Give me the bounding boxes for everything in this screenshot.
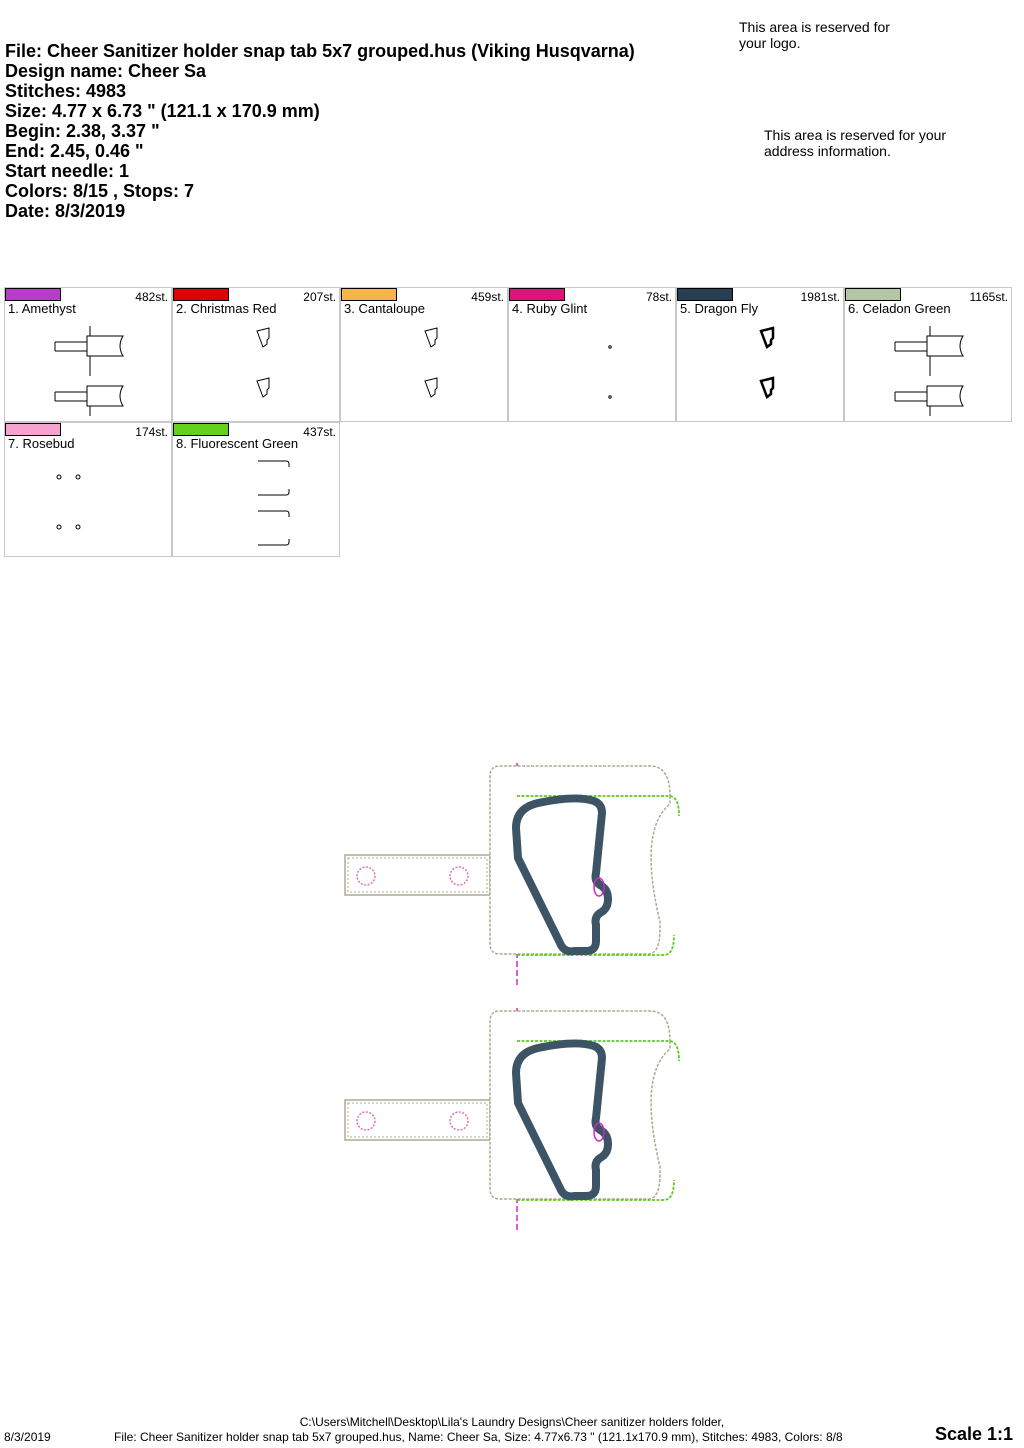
color-cell: 1981st. 5. Dragon Fly: [676, 287, 844, 422]
color-cell: 1165st. 6. Celadon Green: [844, 287, 1012, 422]
file-line: File: Cheer Sanitizer holder snap tab 5x…: [5, 41, 635, 61]
footer-date: 8/3/2019: [4, 1430, 51, 1444]
snap-tab-inner: [347, 857, 488, 893]
color-stitch-count: 437st.: [303, 425, 336, 439]
color-name: 8. Fluorescent Green: [176, 436, 299, 451]
snap-tab-inner: [347, 1102, 488, 1138]
stitch-count: Stitches: 4983: [5, 81, 127, 101]
megaphone-satin: [512, 794, 612, 956]
color-swatch: [5, 423, 61, 436]
color-swatch: [173, 423, 229, 436]
address-reserved-note: This area is reserved for your address i…: [764, 127, 947, 159]
sanitizer-holder-2: [344, 1008, 680, 1233]
color-name: 5. Dragon Fly: [680, 301, 759, 316]
color-swatch: [845, 288, 901, 301]
start-needle: Start needle: 1: [5, 161, 130, 181]
color-name: 6. Celadon Green: [848, 301, 951, 316]
design-preview: [344, 763, 680, 1233]
snap-circle-left: [356, 866, 376, 886]
color-name: 2. Christmas Red: [176, 301, 277, 316]
design-date: Date: 8/3/2019: [5, 201, 126, 221]
design-size: Size: 4.77 x 6.73 " (121.1 x 170.9 mm): [5, 101, 320, 121]
holder-edge-green: [517, 1040, 680, 1201]
megaphone-satin: [512, 1039, 612, 1201]
sanitizer-holder-1: [344, 763, 680, 988]
color-stitch-count: 78st.: [645, 290, 672, 304]
color-swatch: [173, 288, 229, 301]
footer-file-path: C:\Users\Mitchell\Desktop\Lila's Laundry…: [299, 1415, 725, 1429]
color-thumbnail: [258, 460, 290, 546]
color-name: 4. Ruby Glint: [512, 301, 588, 316]
snap-circle-left: [356, 1111, 376, 1131]
color-cell: 207st. 2. Christmas Red: [172, 287, 340, 422]
color-stitch-count: 1981st.: [800, 290, 840, 304]
logo-reserved-note: This area is reserved for your logo.: [739, 19, 890, 51]
color-swatch: [5, 288, 61, 301]
color-thumbnail: [894, 326, 964, 416]
color-name: 3. Cantaloupe: [344, 301, 425, 316]
scale-label: Scale 1:1: [935, 1424, 1014, 1444]
color-name: 7. Rosebud: [8, 436, 75, 451]
color-cell: 174st. 7. Rosebud: [4, 422, 172, 557]
color-thumbnail: [54, 326, 124, 416]
color-stitch-count: 1165st.: [969, 290, 1008, 304]
color-thumbnail: [424, 327, 438, 398]
color-stitch-count: 482st.: [135, 290, 168, 304]
holder-body-outline: [489, 1010, 671, 1200]
design-info: File: Cheer Sanitizer holder snap tab 5x…: [5, 41, 635, 221]
color-stitch-count: 174st.: [135, 425, 168, 439]
snap-tab-outline: [344, 1099, 491, 1141]
end-point: End: 2.45, 0.46 ": [5, 141, 144, 161]
color-swatch: [677, 288, 733, 301]
holder-edge-green: [517, 795, 680, 956]
color-thumbnail: [56, 474, 81, 530]
color-cell: 78st. 4. Ruby Glint: [508, 287, 676, 422]
holder-body-outline: [489, 765, 671, 955]
color-thumbnail: [759, 326, 775, 400]
snap-circle-right: [449, 866, 469, 886]
color-cell: 459st. 3. Cantaloupe: [340, 287, 508, 422]
color-swatch: [341, 288, 397, 301]
color-swatch: [509, 288, 565, 301]
begin-point: Begin: 2.38, 3.37 ": [5, 121, 160, 141]
color-cell: 482st. 1. Amethyst: [4, 287, 172, 422]
design-name: Design name: Cheer Sa: [5, 61, 207, 81]
color-thumbnail: [608, 345, 612, 399]
footer-file-summary: File: Cheer Sanitizer holder snap tab 5x…: [114, 1430, 843, 1444]
color-stitch-count: 459st.: [471, 290, 504, 304]
color-cell: 437st. 8. Fluorescent Green: [172, 422, 340, 557]
color-thumbnail: [256, 327, 270, 398]
snap-tab-outline: [344, 854, 491, 896]
color-name: 1. Amethyst: [8, 301, 76, 316]
snap-circle-right: [449, 1111, 469, 1131]
megaphone-accent: [593, 877, 605, 897]
color-stitch-count: 207st.: [303, 290, 336, 304]
megaphone-accent: [593, 1122, 605, 1142]
colors-stops: Colors: 8/15 , Stops: 7: [5, 181, 195, 201]
